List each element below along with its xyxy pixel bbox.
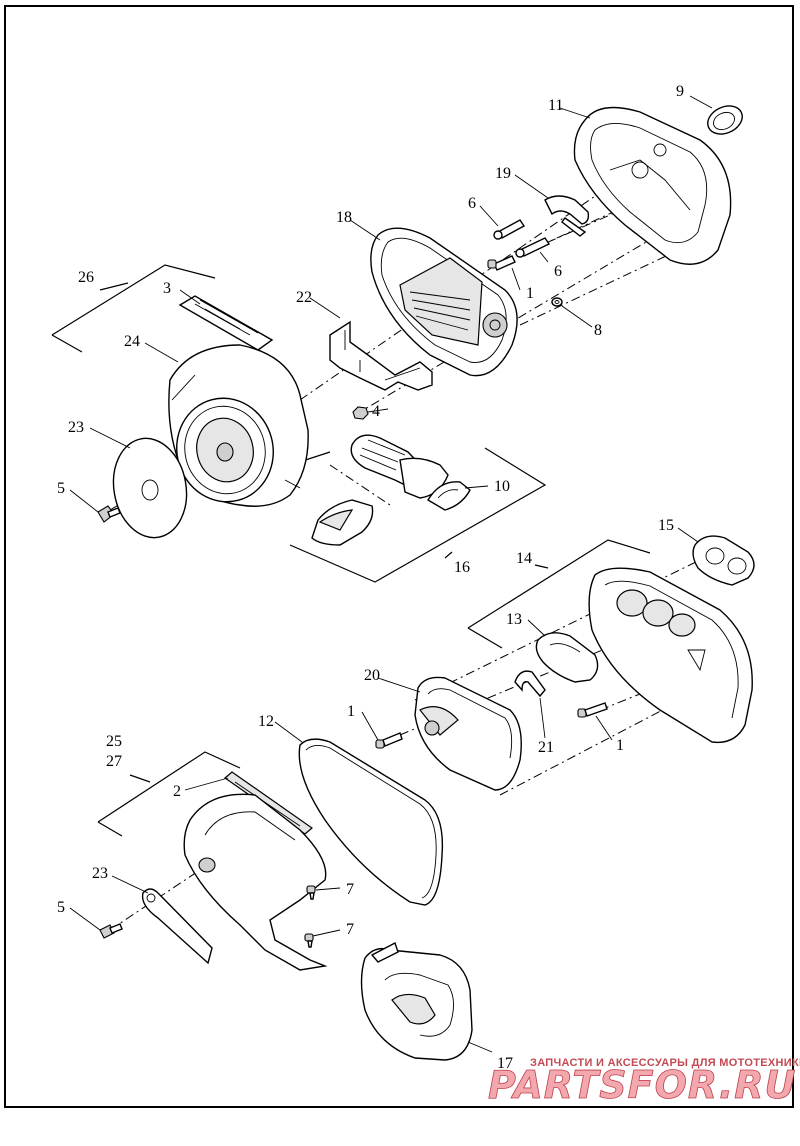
callout-9: 9 <box>676 83 684 100</box>
part-16-intake <box>350 434 449 499</box>
callout-16: 16 <box>454 559 470 576</box>
part-25-27-cover <box>183 793 328 971</box>
callout-19: 19 <box>495 165 511 182</box>
callout-23-lower: 23 <box>92 865 108 882</box>
callout-14: 14 <box>516 550 532 567</box>
callout-3: 3 <box>163 280 171 297</box>
watermark-logo: PARTSFOR.RU <box>488 1063 796 1107</box>
callout-17: 17 <box>497 1055 513 1072</box>
callout-6-upper: 6 <box>468 195 476 212</box>
part-16-shield <box>311 499 374 546</box>
callout-23-upper: 23 <box>68 419 84 436</box>
part-23-disc-upper <box>112 437 188 539</box>
callout-12: 12 <box>258 713 274 730</box>
part-7-screw-lower <box>304 933 314 948</box>
part-1-screw-top <box>487 255 516 271</box>
callout-4: 4 <box>372 403 380 420</box>
part-21-hose <box>514 670 546 698</box>
group-bracket-14 <box>467 539 651 649</box>
callout-13: 13 <box>506 611 522 628</box>
callout-27: 27 <box>106 753 122 770</box>
part-18-filter <box>370 227 518 377</box>
callout-7-upper: 7 <box>346 881 354 898</box>
part-9-seal <box>707 105 743 135</box>
part-1-screw-right <box>577 702 608 718</box>
part-23-strap-lower <box>141 888 213 965</box>
part-1-screw-left <box>375 732 403 749</box>
part-14-backplate <box>588 567 753 744</box>
callout-20: 20 <box>364 667 380 684</box>
part-15-gasket <box>692 535 755 586</box>
part-7-screw-upper <box>306 885 316 900</box>
watermark: ЗАПЧАСТИ И АКСЕССУАРЫ ДЛЯ МОТОТЕХНИКИ PA… <box>488 1057 800 1107</box>
callout-26: 26 <box>78 269 94 286</box>
group-bracket-25-27 <box>97 751 241 837</box>
callout-21: 21 <box>538 739 554 756</box>
callout-15: 15 <box>658 517 674 534</box>
callout-25: 25 <box>106 733 122 750</box>
part-3-label <box>178 295 274 351</box>
part-6-bolt-upper <box>493 219 526 240</box>
part-5-screw-upper <box>97 505 121 523</box>
part-11-backplate <box>573 106 732 265</box>
callout-5-lower: 5 <box>57 899 65 916</box>
part-4-nut <box>352 406 369 420</box>
part-17-intake <box>360 941 473 1061</box>
part-5-screw-lower <box>99 923 123 939</box>
callout-1-right: 1 <box>616 737 624 754</box>
part-22-bracket <box>329 320 433 391</box>
callout-24: 24 <box>124 333 140 350</box>
leader-lines <box>69 95 713 1053</box>
part-19-breather <box>544 195 590 237</box>
callout-10: 10 <box>494 478 510 495</box>
callout-labels: 9 11 19 6 18 6 26 3 1 22 8 24 4 23 10 5 … <box>57 83 684 1072</box>
part-12-gasket <box>298 738 444 906</box>
part-8-washer <box>551 297 563 307</box>
callout-22: 22 <box>296 289 312 306</box>
group-bracket-26 <box>51 264 216 353</box>
part-6-bolt-lower <box>515 237 551 258</box>
watermark-caption: ЗАПЧАСТИ И АКСЕССУАРЫ ДЛЯ МОТОТЕХНИКИ <box>530 1057 800 1069</box>
part-10-gasket <box>427 481 471 511</box>
callout-11: 11 <box>548 97 563 114</box>
callout-6-lower: 6 <box>554 263 562 280</box>
callout-1-top: 1 <box>526 285 534 302</box>
callout-18: 18 <box>336 209 352 226</box>
part-20-filter <box>414 676 522 791</box>
callout-1-left: 1 <box>347 703 355 720</box>
callout-8: 8 <box>594 322 602 339</box>
callout-7-lower: 7 <box>346 921 354 938</box>
part-24-cover <box>168 344 309 507</box>
callout-5-upper: 5 <box>57 480 65 497</box>
diagram-border <box>4 5 794 1108</box>
callout-2: 2 <box>173 783 181 800</box>
part-13-gasket <box>535 632 599 683</box>
